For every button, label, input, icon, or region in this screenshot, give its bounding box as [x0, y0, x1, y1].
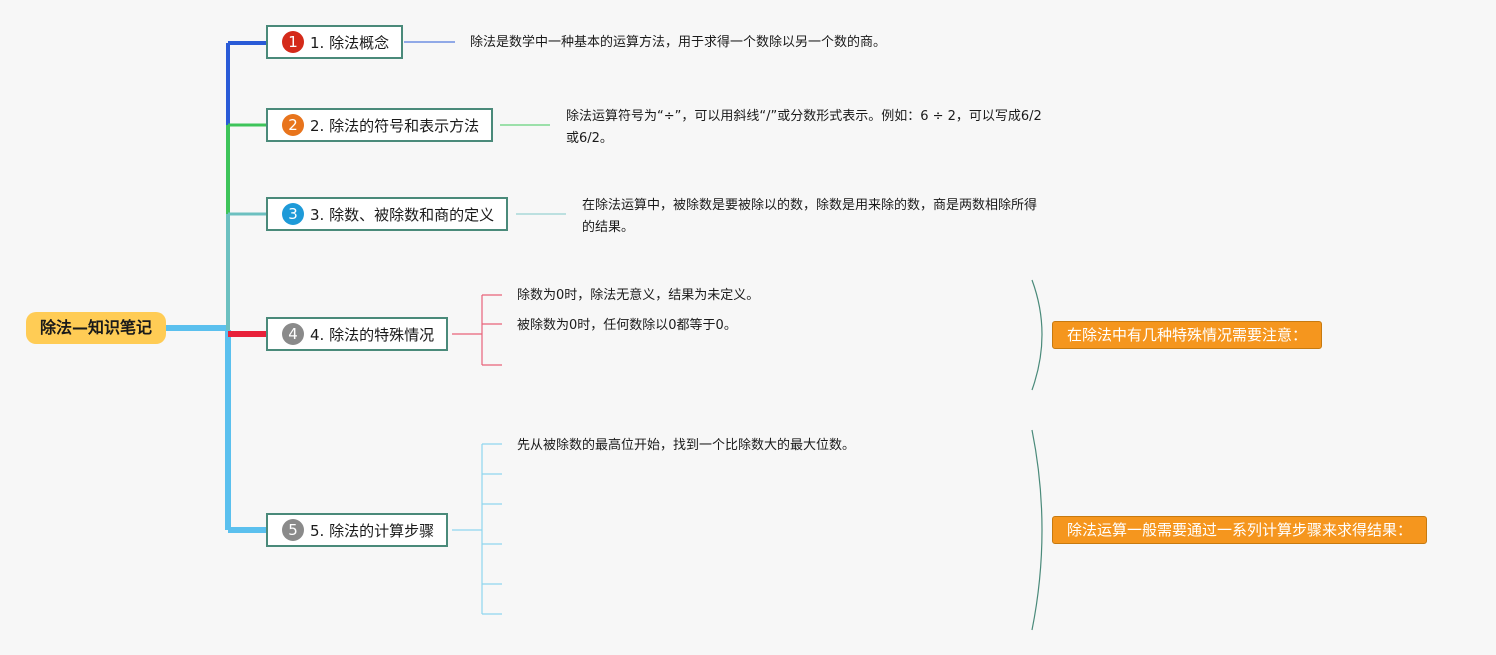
- topic-4[interactable]: 4 4. 除法的特殊情况: [266, 317, 449, 351]
- note-topic-4-a[interactable]: 除数为0时，除法无意义，结果为未定义。: [517, 288, 760, 303]
- note-topic-3[interactable]: 在除法运算中，被除数是要被除以的数，除数是用来除的数，商是两数相除所得 的结果。: [582, 195, 1037, 239]
- topic-5-label: 5. 除法的计算步骤: [310, 521, 435, 540]
- note-topic-3-line-1: 在除法运算中，被除数是要被除以的数，除数是用来除的数，商是两数相除所得: [582, 198, 1038, 213]
- topic-5[interactable]: 5 5. 除法的计算步骤: [266, 513, 449, 547]
- number-badge-icon: 5: [282, 519, 304, 541]
- note-topic-4-b[interactable]: 被除数为0时，任何数除以0都等于0。: [517, 318, 737, 333]
- topic-2[interactable]: 2 2. 除法的符号和表示方法: [266, 108, 494, 142]
- note-topic-1[interactable]: 除法是数学中一种基本的运算方法，用于求得一个数除以另一个数的商。: [470, 35, 887, 50]
- topic-1-label: 1. 除法概念: [310, 33, 390, 52]
- topic-3-label: 3. 除数、被除数和商的定义: [310, 205, 495, 224]
- note-topic-2[interactable]: 除法运算符号为“÷”，可以用斜线“/”或分数形式表示。例如：6 ÷ 2，可以写成…: [566, 106, 1042, 150]
- summary-topic-4[interactable]: 在除法中有几种特殊情况需要注意：: [1052, 321, 1323, 349]
- bracket-5: [452, 443, 502, 615]
- topic-4-label: 4. 除法的特殊情况: [310, 325, 435, 344]
- note-topic-2-line-2: 或6/2。: [566, 131, 613, 146]
- number-badge-icon: 1: [282, 31, 304, 53]
- summary-brace-4: [1031, 279, 1043, 391]
- note-topic-2-line-1: 除法运算符号为“÷”，可以用斜线“/”或分数形式表示。例如：6 ÷ 2，可以写成…: [566, 109, 1042, 124]
- root-topic[interactable]: 除法—知识笔记: [26, 312, 166, 344]
- note-topic-5-a[interactable]: 先从被除数的最高位开始，找到一个比除数大的最大位数。: [517, 438, 856, 453]
- topic-3[interactable]: 3 3. 除数、被除数和商的定义: [266, 197, 509, 231]
- bracket-4: [452, 294, 502, 366]
- note-topic-3-line-2: 的结果。: [582, 220, 635, 235]
- number-badge-icon: 3: [282, 203, 304, 225]
- number-badge-icon: 4: [282, 323, 304, 345]
- topic-2-label: 2. 除法的符号和表示方法: [310, 116, 480, 135]
- topic-1[interactable]: 1 1. 除法概念: [266, 25, 404, 59]
- summary-topic-5[interactable]: 除法运算一般需要通过一系列计算步骤来求得结果：: [1052, 516, 1428, 544]
- number-badge-icon: 2: [282, 114, 304, 136]
- summary-brace-5: [1031, 429, 1043, 631]
